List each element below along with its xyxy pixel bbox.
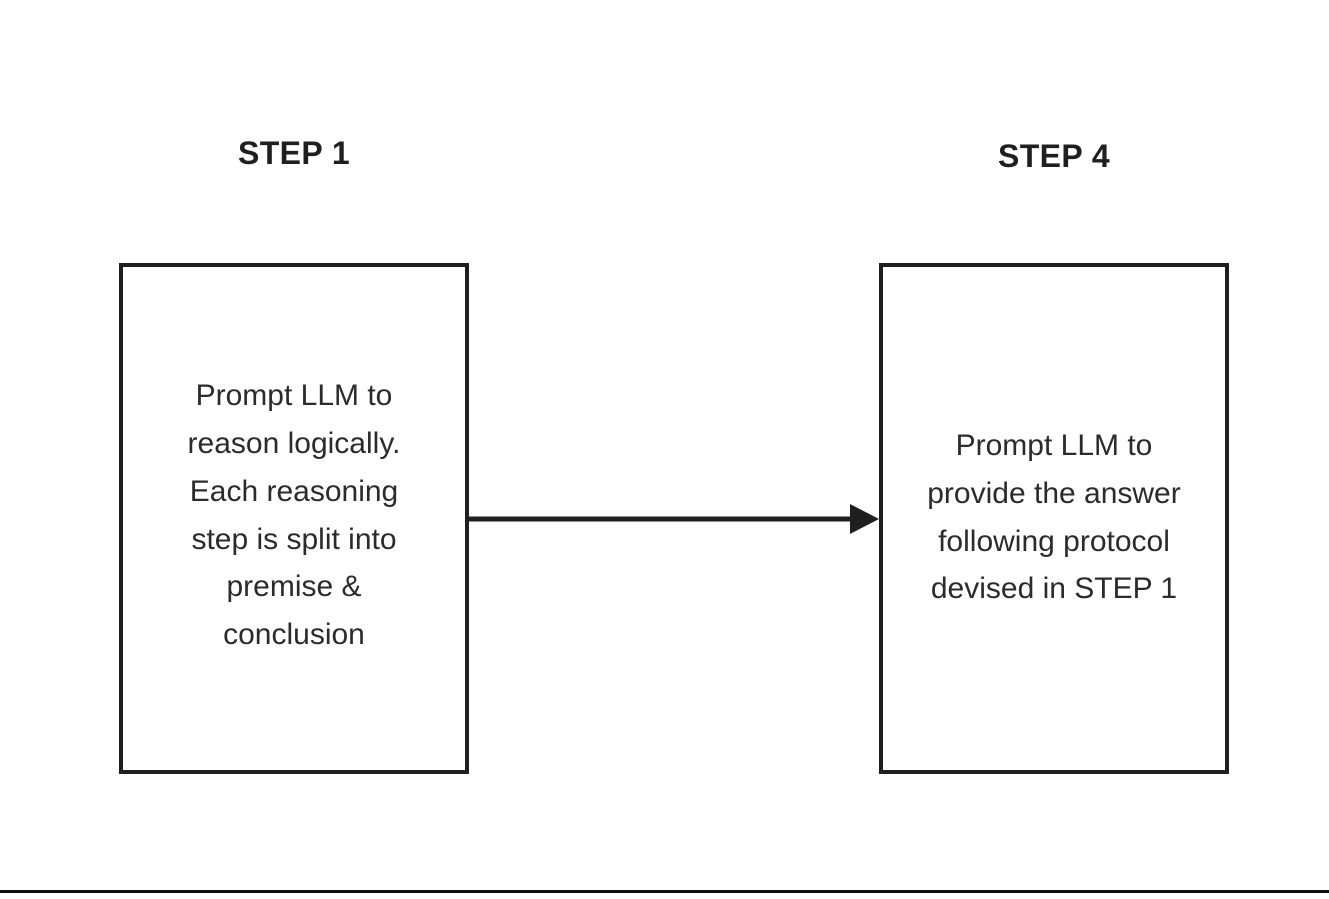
- step-1-box: Prompt LLM to reason logically. Each rea…: [119, 263, 469, 774]
- footer-divider: [0, 890, 1329, 893]
- step-4-heading: STEP 4: [997, 138, 1111, 174]
- step-1-box-text: Prompt LLM to reason logically. Each rea…: [187, 379, 401, 652]
- step-4-box: Prompt LLM to provide the answer followi…: [879, 263, 1229, 774]
- connector-arrowhead: [850, 504, 879, 534]
- step-4-box-text: Prompt LLM to provide the answer followi…: [927, 428, 1181, 606]
- step-1-heading: STEP 1: [237, 135, 351, 171]
- arrow-right-icon: [466, 504, 879, 534]
